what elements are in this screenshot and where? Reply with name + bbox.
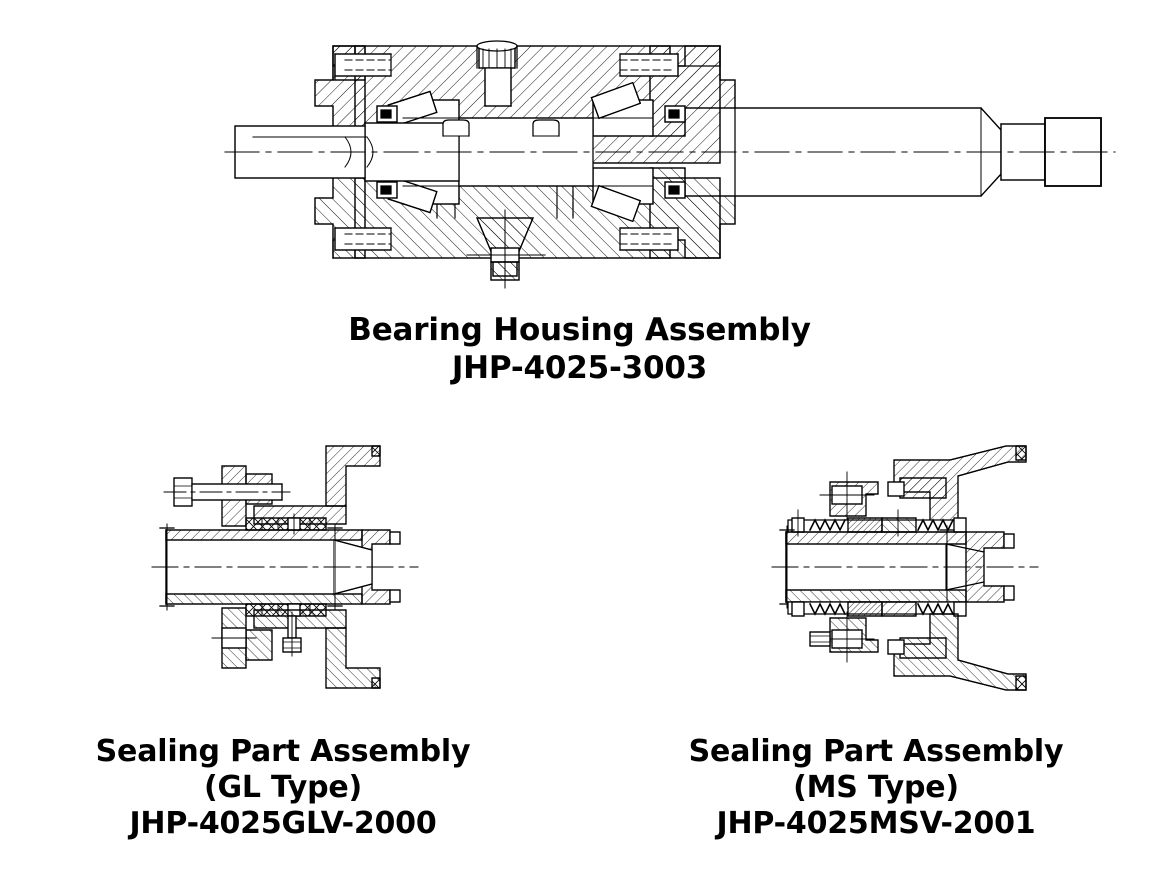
left-end-cap-upper [314,45,392,137]
gl-seal-type-label: (GL Type) [203,769,363,805]
seal-gland-plate-upper [887,445,1027,525]
gland-drain-plug [282,611,302,657]
mechanical-seal-upper [787,509,967,537]
gland-follower-lower [211,607,273,669]
seal-collar-upper [819,471,879,525]
breather-vent-plug [476,40,518,107]
ms-seal-title: Sealing Part Assembly [688,734,1064,769]
gl-type-sealing-part-drawing [150,432,420,702]
bearing-housing-part-number: JHP-4025-3003 [451,349,708,386]
inboard-bearing-lock [376,105,398,199]
bearing-housing-caption: Bearing Housing Assembly JHP-4025-3003 [0,312,1159,387]
shaft-sleeve [159,523,401,611]
gl-seal-caption: Sealing Part Assembly (GL Type) JHP-4025… [0,734,566,841]
ms-seal-part-number: JHP-4025MSV-2001 [716,805,1036,841]
ms-type-sealing-part-drawing [770,432,1040,702]
bearing-housing-title: Bearing Housing Assembly [348,312,811,348]
drain-pedestal [466,209,546,289]
stuffing-box-housing-lower [253,609,381,689]
gl-seal-part-number: JHP-4025GLV-2000 [129,805,437,841]
seal-collar-lower [809,611,879,663]
bearing-housing-assembly-drawing [215,18,1116,293]
mechanical-seal-lower [787,601,967,617]
ms-seal-caption: Sealing Part Assembly (MS Type) JHP-4025… [593,734,1159,841]
seal-gland-plate-lower [887,613,1027,691]
ms-seal-type-label: (MS Type) [793,769,959,805]
left-end-cap-lower [314,167,392,259]
outboard-bearing-lock [664,105,686,199]
outboard-tapered-roller-bearing [590,81,654,223]
gland-stud-bolt [163,477,291,507]
gl-seal-title: Sealing Part Assembly [95,734,471,769]
